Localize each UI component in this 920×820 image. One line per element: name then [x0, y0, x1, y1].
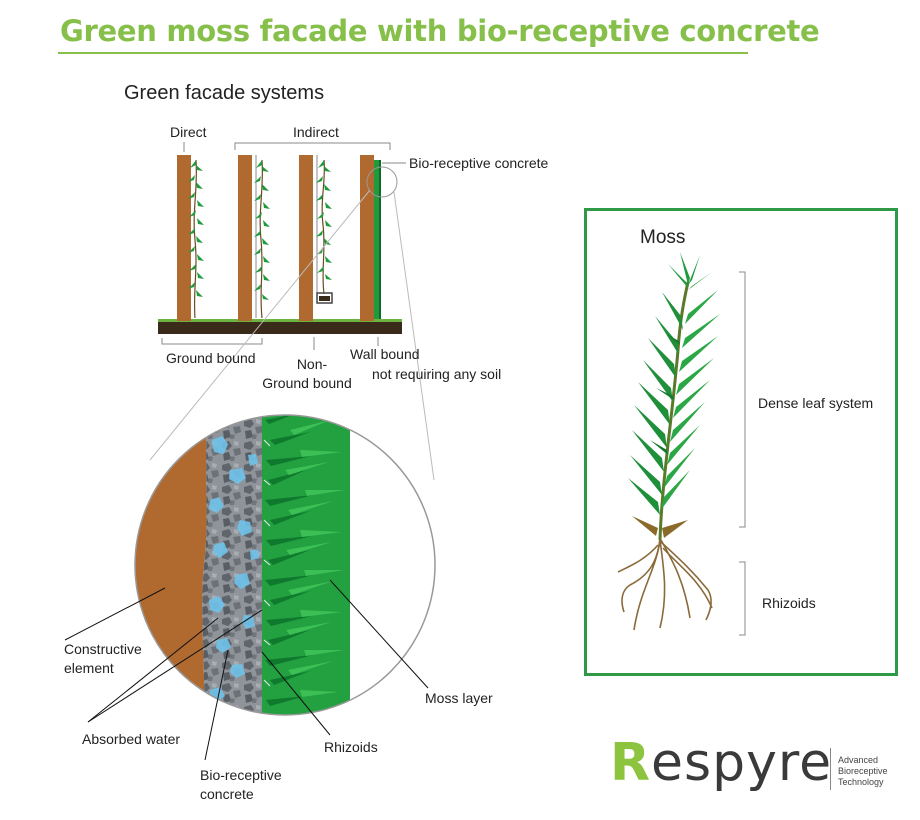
page-title: Green moss facade with bio-receptive con…: [60, 14, 820, 48]
facade-systems-heading: Green facade systems: [124, 82, 325, 104]
tagline-advanced: Advanced: [838, 755, 879, 765]
label-dense-leaf-system: Dense leaf system: [758, 395, 874, 411]
wall-bio-concrete: [360, 155, 374, 321]
zoom-line-right: [393, 191, 435, 481]
moss-leaves-light: [285, 420, 345, 697]
tagline-technology: Technology: [838, 777, 884, 787]
wall-indirect-2: [299, 155, 313, 321]
climber-indirect-ground: [254, 159, 270, 319]
tagline-bioreceptive: Bioreceptive: [838, 766, 888, 776]
label-direct: Direct: [170, 124, 207, 140]
label-rhizoids-section: Rhizoids: [324, 739, 378, 755]
dense-leaf-bracket: [739, 271, 746, 528]
concrete-layer: [202, 415, 270, 715]
rhizoids-bracket: [739, 561, 746, 636]
leader-constructive: [64, 587, 166, 641]
constructive-element-layer: [135, 415, 208, 715]
zoom-line-left: [149, 189, 371, 461]
absorbed-water-patches: [209, 436, 259, 702]
bio-concrete-moss-layer: [374, 160, 379, 319]
climber-direct: [188, 159, 204, 319]
leader-water-2: [87, 609, 263, 723]
section-circle-outline: [134, 414, 436, 716]
leader-bio-concrete: [204, 649, 229, 761]
leader-moss-layer: [329, 579, 429, 689]
label-wall-bound: Wall bound: [350, 346, 420, 362]
moss-panel: [584, 208, 898, 676]
label-constructive: Constructive: [64, 641, 142, 657]
logo-wordmark: espyre: [651, 733, 833, 793]
ground-bound-bracket: [161, 338, 263, 345]
label-element: element: [64, 660, 114, 676]
moss-leaves-dark: [265, 415, 313, 706]
leader-water-1: [87, 617, 219, 723]
wall-direct: [177, 155, 191, 321]
climber-indirect-planter: [316, 159, 332, 295]
bio-concrete-moss-edge: [379, 160, 381, 319]
ground-strip: [158, 322, 402, 334]
label-ground-bound: Ground bound: [166, 350, 256, 366]
title-underline: [58, 52, 748, 54]
logo-letter-r: R: [610, 733, 652, 793]
moss-rhizoid-roots: [617, 537, 713, 631]
logo-tagline: Advanced Bioreceptive Technology: [838, 755, 908, 788]
moss-panel-title: Moss: [640, 227, 686, 248]
section-detail: [135, 415, 435, 715]
rhizoid-strands: [263, 439, 271, 687]
label-absorbed-water: Absorbed water: [82, 731, 181, 747]
label-concrete: concrete: [200, 786, 254, 802]
label-indirect: Indirect: [293, 124, 339, 140]
logo-divider: [830, 748, 831, 790]
label-non: Non-: [296, 356, 328, 372]
wall-indirect-1: [238, 155, 252, 321]
ground-grass: [158, 319, 402, 322]
label-bio-receptive-concrete-top: Bio-receptive concrete: [409, 155, 549, 171]
moss-plant-illustration: [617, 252, 720, 631]
respyre-logo: Respyre: [610, 733, 832, 793]
planter-soil: [319, 296, 330, 301]
label-bio-receptive: Bio-receptive: [200, 767, 282, 783]
zoom-marker-circle: [366, 166, 398, 198]
label-not-requiring-soil: not requiring any soil: [372, 366, 502, 382]
moss-base: [262, 415, 350, 715]
label-rhizoids-moss: Rhizoids: [762, 595, 816, 611]
label-non-ground-bound: Ground bound: [262, 375, 352, 391]
label-moss-layer: Moss layer: [425, 690, 493, 706]
leader-rhizoids: [261, 651, 331, 736]
indirect-bracket: [234, 142, 391, 150]
